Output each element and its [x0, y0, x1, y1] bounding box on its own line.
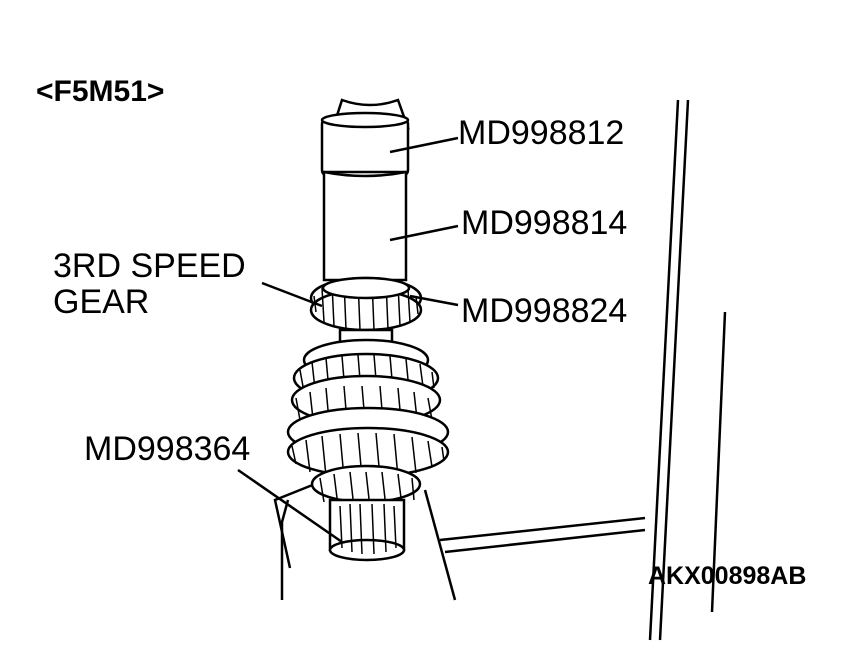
tool-md998814-body — [322, 170, 408, 282]
gear-cluster-lower — [286, 406, 450, 509]
callout-md998824: MD998824 — [461, 292, 627, 330]
leader-lines — [237, 136, 459, 544]
figure-id: AKX00898AB — [648, 562, 806, 590]
tool-md998364-body — [328, 498, 406, 562]
callout-gear-line2: GEAR — [53, 283, 149, 321]
callout-md998812: MD998812 — [458, 114, 624, 152]
callout-gear-line1: 3RD SPEED — [53, 247, 246, 285]
third-speed-gear — [309, 276, 423, 332]
tool-md998812-body — [320, 111, 410, 178]
callout-md998814: MD998814 — [461, 204, 627, 242]
callout-md998364: MD998364 — [84, 430, 250, 468]
press-frame — [273, 99, 727, 641]
model-label: <F5M51> — [36, 75, 164, 108]
